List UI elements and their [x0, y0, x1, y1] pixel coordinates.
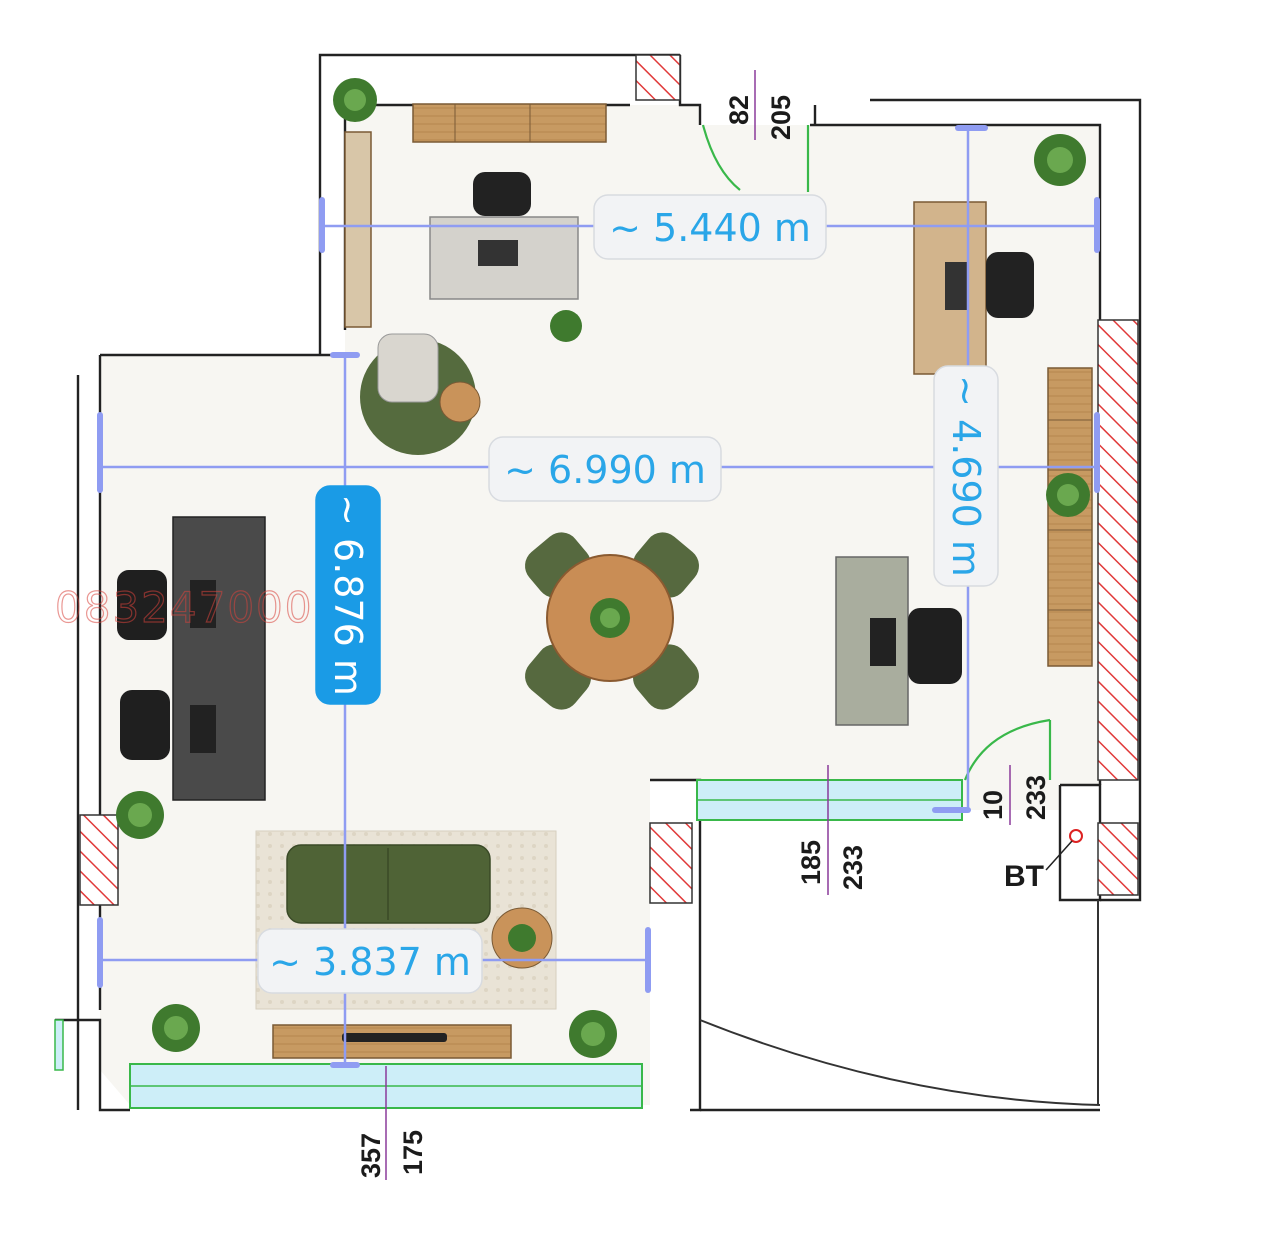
- svg-text:~ 6.876 m: ~ 6.876 m: [326, 494, 370, 696]
- bt-label: BT: [1004, 829, 1083, 893]
- desk-top-left: [429, 172, 579, 300]
- measure-right-height[interactable]: ~ 4.690 m: [933, 365, 999, 587]
- bt-text: BT: [1004, 860, 1044, 893]
- doors: [699, 124, 1101, 1106]
- lounge-corner: [360, 333, 481, 455]
- plant-icon: [116, 78, 1090, 1058]
- watermark: 0832470001: [55, 583, 342, 632]
- meeting-table: [525, 532, 699, 710]
- vertical-shelf: [344, 131, 372, 328]
- measure-top-width[interactable]: ~ 5.440 m: [593, 194, 827, 260]
- hatched-columns: [79, 54, 1139, 906]
- dimension-ticks: [385, 70, 1011, 1180]
- svg-text:~ 6.990 m: ~ 6.990 m: [504, 448, 706, 492]
- svg-text:~ 3.837 m: ~ 3.837 m: [269, 940, 471, 984]
- bookshelf: [1047, 367, 1093, 667]
- desk-right-middle: [835, 556, 962, 726]
- tv-console: [272, 1024, 512, 1059]
- dimension-labels: 82 205 185 233 10 233 357 175: [356, 95, 1051, 1178]
- desk-left-double: [117, 516, 266, 801]
- door-dim-2: 233: [1021, 775, 1051, 820]
- top-cabinet: [412, 103, 607, 143]
- svg-text:~ 5.440 m: ~ 5.440 m: [609, 206, 811, 250]
- bottom-window-dim-2: 175: [398, 1130, 428, 1175]
- window-dim-1: 185: [796, 840, 826, 885]
- bottom-window-dim-1: 357: [356, 1133, 386, 1178]
- measurement-lines: [97, 125, 1100, 1068]
- door-dim-1: 10: [978, 790, 1008, 820]
- measure-bottom-width[interactable]: ~ 3.837 m: [257, 928, 483, 994]
- measure-left-height[interactable]: ~ 6.876 m: [315, 485, 381, 705]
- measure-middle-width[interactable]: ~ 6.990 m: [488, 436, 722, 502]
- svg-text:~ 4.690 m: ~ 4.690 m: [944, 375, 988, 577]
- desk-top-right: [913, 201, 1034, 375]
- top-door-dim-1: 82: [724, 95, 754, 125]
- top-door-dim-2: 205: [766, 95, 796, 140]
- window-dim-2: 233: [838, 845, 868, 890]
